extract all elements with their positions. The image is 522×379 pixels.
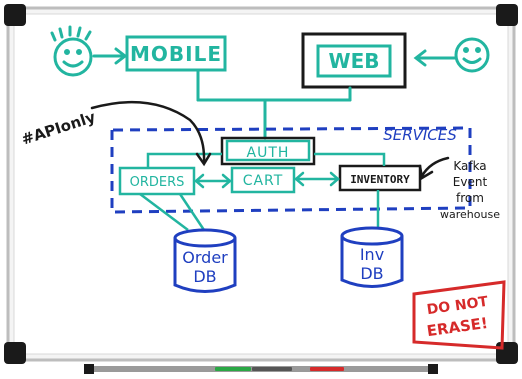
auth-box: [225, 139, 311, 162]
inv-db-label-line2: DB: [360, 264, 383, 283]
corner-cap-tr: [496, 4, 518, 26]
cart-label: CART: [243, 173, 284, 189]
api-only-arrow: [90, 100, 212, 167]
mobile-box: [125, 35, 227, 72]
smiley-icon: [454, 37, 490, 73]
mobile-label: MOBILE: [130, 42, 222, 66]
web-outer-box: [301, 32, 407, 89]
order-db-label-line1: Order: [182, 248, 228, 267]
marker-tray-right-end: [428, 364, 438, 374]
kafka-label-line3: from: [456, 191, 484, 205]
inv-db-label-line1: Inv: [360, 245, 384, 264]
board-surface: [13, 13, 509, 355]
orders-to-db-connector: [139, 193, 206, 231]
services-label: SERVICES: [383, 126, 457, 144]
user-to-web-arrow: [413, 49, 457, 67]
red-marker[interactable]: [310, 367, 344, 371]
inv-db-icon: [340, 226, 404, 288]
inventory-box: [338, 164, 422, 192]
web-label: WEB: [329, 49, 380, 73]
kafka-label-line4: warehouse: [440, 208, 500, 221]
black-marker[interactable]: [252, 367, 292, 371]
order-db-icon: [173, 228, 237, 293]
corner-cap-bl: [4, 342, 26, 364]
auth-outer-box: [220, 136, 316, 166]
kafka-label-line2: Event: [453, 175, 488, 189]
smiley-icon: [50, 25, 93, 77]
clients-to-auth-connector: [196, 69, 352, 140]
corner-cap-br: [496, 342, 518, 364]
kafka-label-line1: Kafka: [453, 159, 486, 173]
green-marker[interactable]: [215, 367, 251, 371]
marker-tray-left-end: [84, 364, 94, 374]
inventory-label: INVENTORY: [350, 173, 410, 186]
corner-cap-tl: [4, 4, 26, 26]
do-not-erase-box: [412, 280, 506, 350]
cart-box: [230, 166, 296, 194]
services-boundary: [110, 126, 472, 214]
orders-box: [118, 166, 196, 196]
orders-cart-arrow: [194, 173, 232, 189]
web-box: [316, 44, 392, 78]
user-to-mobile-arrow: [92, 47, 128, 65]
kafka-arrow: [418, 156, 450, 181]
auth-label: AUTH: [247, 145, 290, 161]
orders-label: ORDERS: [130, 175, 185, 190]
order-db-label-line2: DB: [193, 267, 216, 286]
cart-inventory-arrow: [294, 171, 340, 187]
